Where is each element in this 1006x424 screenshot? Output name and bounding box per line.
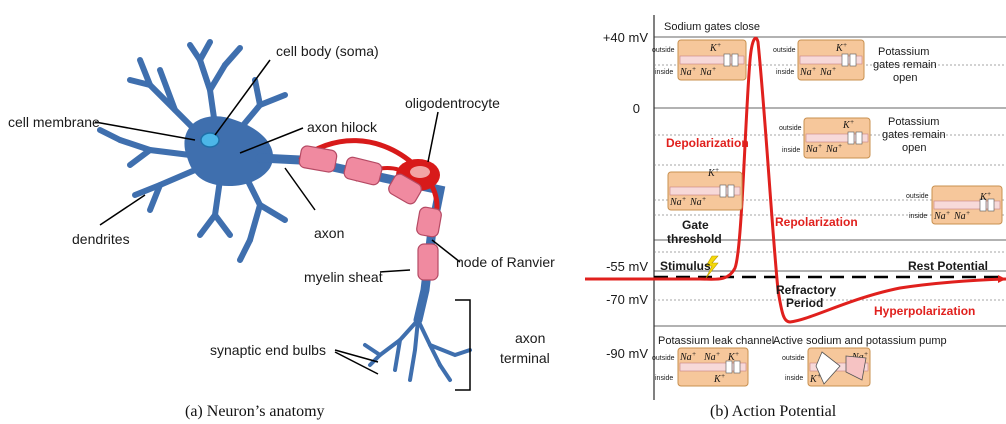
- oligodendrocyte-nucleus: [410, 166, 430, 178]
- label-cell-membrane: cell membrane: [8, 114, 100, 130]
- inside-label: inside: [655, 375, 673, 382]
- neuron-labels: cell body (soma) cell membrane axon hilo…: [8, 43, 555, 366]
- outside-label: outside: [779, 125, 802, 132]
- channel-gate: [848, 132, 854, 144]
- y-tick-labels: +40 mV 0 -55 mV -70 mV -90 mV: [603, 30, 648, 361]
- y-tick-label: -55 mV: [606, 259, 648, 274]
- label-hyperpolarization: Hyperpolarization: [874, 304, 975, 318]
- label-node-ranvier: node of Ranvier: [456, 254, 555, 270]
- y-tick-label: +40 mV: [603, 30, 648, 45]
- label-k-open-2a: Potassium: [888, 116, 939, 128]
- label-rest-potential: Rest Potential: [908, 259, 988, 273]
- action-potential-panel: +40 mV 0 -55 mV -70 mV -90 mV Sodium gat…: [585, 15, 1006, 400]
- label-depolarization: Depolarization: [666, 136, 749, 150]
- outside-label: outside: [652, 47, 675, 54]
- label-refractory: Refractory: [776, 283, 836, 297]
- label-axon-terminal-1: axon: [515, 330, 545, 346]
- label-axon: axon: [314, 225, 344, 241]
- label-gate: Gate: [682, 218, 709, 232]
- label-k-open-1c: open: [893, 72, 917, 84]
- label-k-open-2b: gates remain: [882, 129, 946, 141]
- curve-arrowhead: [998, 275, 1006, 283]
- neuron-illustration: [100, 42, 470, 380]
- channel-gate: [720, 185, 726, 197]
- label-synaptic-end-bulbs: synaptic end bulbs: [210, 342, 326, 358]
- terminal-branches: [365, 320, 470, 380]
- outside-label: outside: [773, 47, 796, 54]
- label-myelin: myelin sheat: [304, 269, 383, 285]
- channel-gate: [842, 54, 848, 66]
- outside-label: outside: [782, 355, 805, 362]
- label-stimulus: Stimulus: [660, 259, 711, 273]
- label-pump: Active sodium and potassium pump: [773, 335, 947, 347]
- outside-label: outside: [652, 355, 675, 362]
- label-axon-hilock: axon hilock: [307, 119, 378, 135]
- channel-gate: [732, 54, 738, 66]
- channel-gate: [724, 54, 730, 66]
- y-tick-label: 0: [633, 101, 640, 116]
- label-leak-channel: Potassium leak channel: [658, 335, 774, 347]
- inside-label: inside: [785, 375, 803, 382]
- inside-label: inside: [776, 69, 794, 76]
- label-k-open-1a: Potassium: [878, 46, 929, 58]
- channel-gate: [856, 132, 862, 144]
- label-k-open-1b: gates remain: [873, 59, 937, 71]
- label-dendrites: dendrites: [72, 231, 130, 247]
- label-repolarization: Repolarization: [775, 215, 858, 229]
- channel-gate: [988, 199, 994, 211]
- label-sodium-close: Sodium gates close: [664, 21, 760, 33]
- outside-label: outside: [906, 193, 929, 200]
- label-k-open-2c: open: [902, 142, 926, 154]
- y-tick-label: -70 mV: [606, 292, 648, 307]
- label-axon-terminal-2: terminal: [500, 350, 550, 366]
- inside-label: inside: [782, 147, 800, 154]
- caption-b: (b) Action Potential: [710, 403, 837, 420]
- caption-a: (a) Neuron’s anatomy: [185, 403, 325, 420]
- channel-gate: [850, 54, 856, 66]
- label-period: Period: [786, 296, 823, 310]
- label-cell-body: cell body (soma): [276, 43, 379, 59]
- label-oligodendrocyte: oligodentrocyte: [405, 95, 500, 111]
- channel-gate: [734, 361, 740, 373]
- soma: [184, 116, 273, 186]
- action-potential-curve: [585, 38, 1006, 322]
- inside-label: inside: [909, 213, 927, 220]
- y-tick-label: -90 mV: [606, 346, 648, 361]
- channel-gate: [728, 185, 734, 197]
- nucleus: [201, 133, 219, 147]
- label-threshold: threshold: [667, 232, 722, 246]
- inside-label: inside: [655, 69, 673, 76]
